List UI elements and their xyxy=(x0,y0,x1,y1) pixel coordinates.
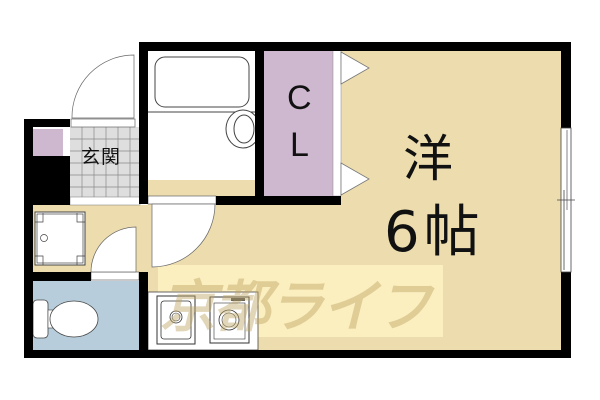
bathtub-icon xyxy=(154,56,250,108)
closet-door-icon xyxy=(340,51,370,85)
walls xyxy=(24,42,571,358)
genkan-label: 玄関 xyxy=(81,146,122,168)
shoe-cabinet xyxy=(33,129,63,156)
closet-label-l: L xyxy=(290,126,309,164)
genkan-tile-floor xyxy=(70,127,140,197)
western-room-type-label: 洋 xyxy=(403,130,453,188)
window-icon xyxy=(557,127,575,273)
toilet-bowl-icon xyxy=(49,300,99,338)
closet-label-c: C xyxy=(287,79,312,117)
closet-door-icon xyxy=(340,162,370,196)
toilet-tank-icon xyxy=(32,299,49,339)
drain-icon xyxy=(40,234,48,242)
closet-door-strip xyxy=(332,49,342,197)
closet-floor xyxy=(264,50,333,196)
western-room-size-label: 6帖 xyxy=(384,200,484,265)
entrance-door-icon xyxy=(70,54,136,128)
watermark: 京都ライフ xyxy=(160,275,432,340)
